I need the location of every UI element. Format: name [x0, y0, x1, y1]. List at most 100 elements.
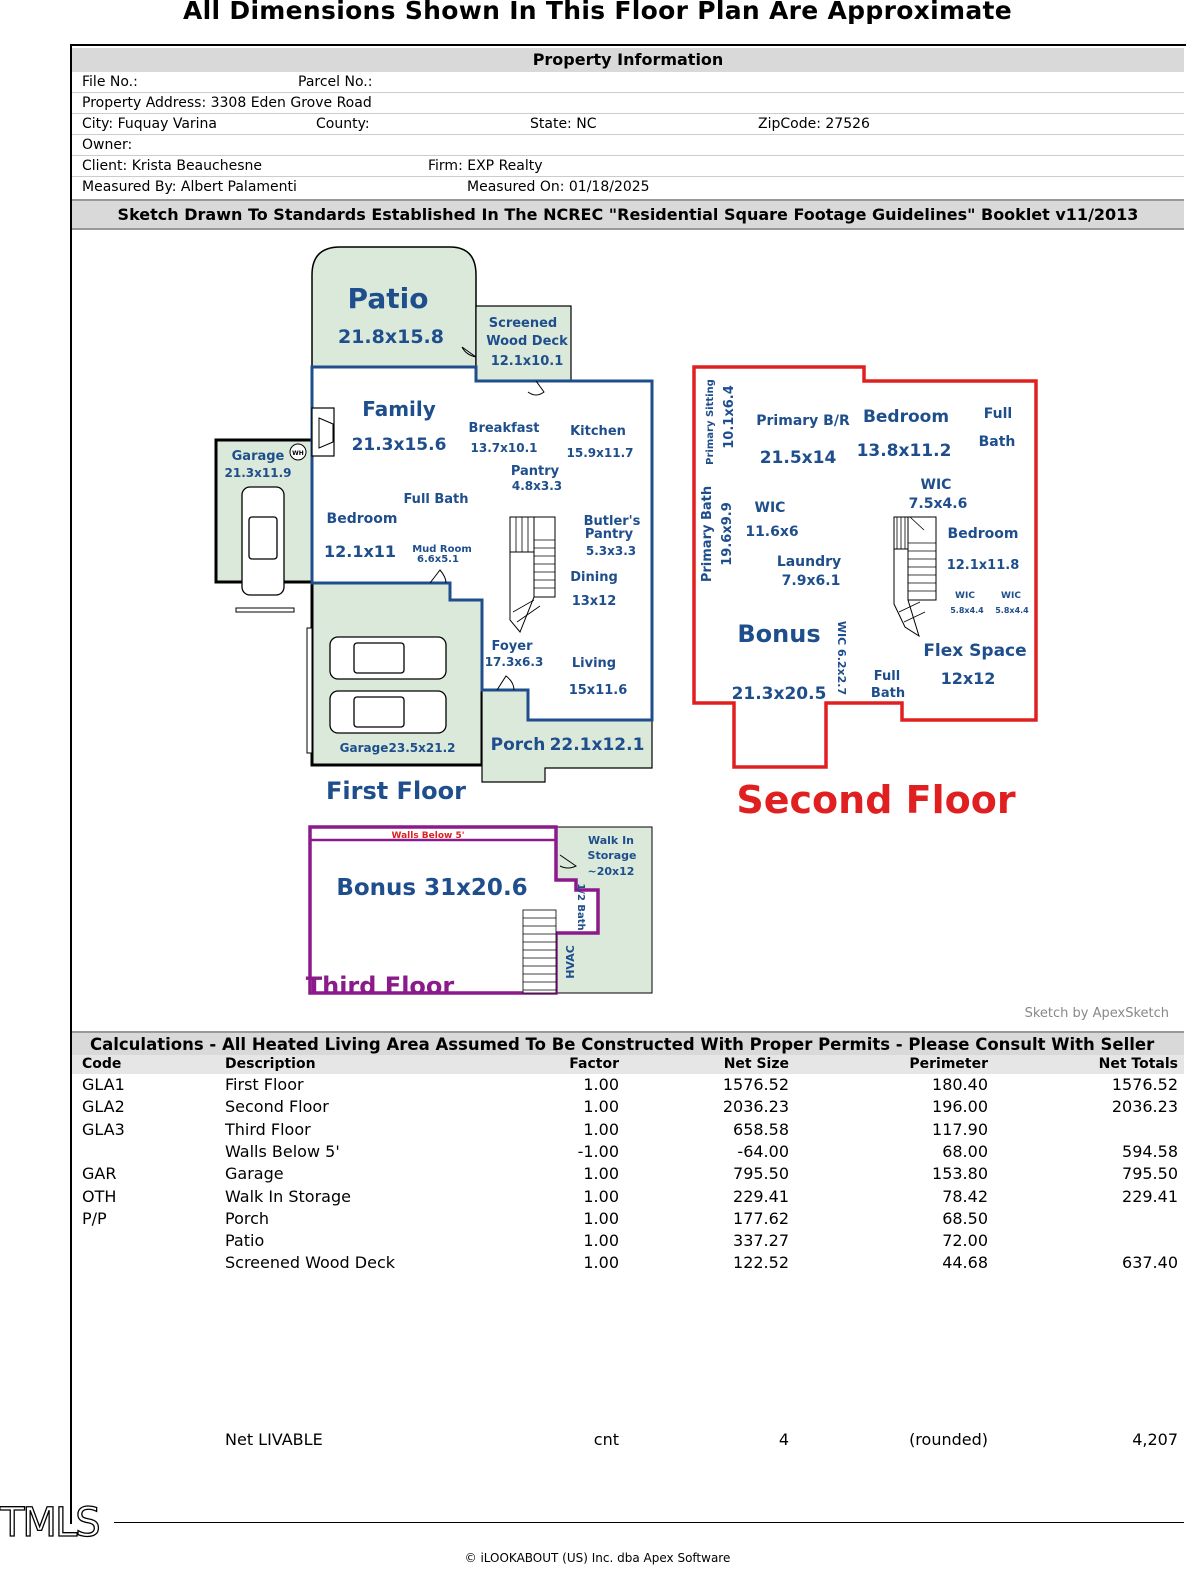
first-floor-outline — [310, 365, 654, 722]
first-floor-plan: WH — [214, 246, 654, 805]
deck-dim: 12.1x10.1 — [491, 354, 564, 369]
calc-cell: OTH — [82, 1186, 117, 1206]
living-dim: 15x11.6 — [569, 683, 628, 698]
garage-small-label: Garage — [232, 449, 285, 464]
storage-dim: ~20x12 — [588, 865, 635, 878]
property-info-section: File No.: Parcel No.: Property Address: … — [72, 72, 1184, 197]
dining-label: Dining — [570, 570, 618, 585]
mudroom-label: Mud Room — [412, 544, 472, 555]
laundry-dim: 7.9x6.1 — [782, 573, 841, 589]
calc-cell: 1.00 — [583, 1075, 619, 1094]
screened-label: Screened — [489, 316, 558, 331]
porch-dim: 22.1x12.1 — [550, 735, 645, 755]
laundry-label: Laundry — [777, 554, 841, 570]
primary-sitting-label: Primary Sitting — [705, 379, 716, 465]
wic4-label: WIC — [1001, 591, 1021, 601]
bedroom1-dim: 13.8x11.2 — [857, 441, 952, 461]
calc-cell: 594.58 — [1122, 1141, 1178, 1161]
footer-rule — [114, 1522, 1184, 1523]
page-title: All Dimensions Shown In This Floor Plan … — [183, 0, 1012, 25]
info-row-city: City: Fuquay Varina County: State: NC Zi… — [72, 114, 1184, 135]
wic2-label: WIC — [921, 477, 952, 493]
sketch-credit: Sketch by ApexSketch — [1025, 1006, 1169, 1021]
property-address: Property Address: 3308 Eden Grove Road — [82, 95, 372, 111]
primary-bath-dim: 19.6x9.9 — [720, 502, 735, 566]
calc-cell: -64.00 — [737, 1141, 789, 1161]
calc-cell: 229.41 — [1122, 1186, 1178, 1206]
calc-cell: GLA2 — [82, 1097, 125, 1117]
full-bath-b-label: Bath — [871, 686, 905, 701]
owner: Owner: — [82, 137, 133, 153]
family-dim: 21.3x15.6 — [352, 435, 447, 455]
second-floor-plan: Primary Sitting 10.1x6.4 Primary B/R 21.… — [692, 365, 1038, 822]
hvac-label: HVAC — [564, 945, 577, 979]
garage-small-dim: 21.3x11.9 — [225, 466, 292, 480]
breakfast-label: Breakfast — [469, 421, 540, 436]
full-label: Full — [984, 406, 1012, 422]
third-floor-plan: Walls Below 5' Bonus 31x20.6 Walk In Sto… — [306, 825, 653, 1000]
calc-cell: Walls Below 5' — [225, 1141, 340, 1161]
calc-cell: 795.50 — [733, 1164, 789, 1184]
third-floor-label: Third Floor — [306, 972, 455, 1000]
calc-cell: 78.42 — [942, 1186, 988, 1206]
calc-cell: 68.00 — [942, 1141, 988, 1161]
copyright-footer: © iLOOKABOUT (US) Inc. dba Apex Software — [464, 1551, 731, 1565]
calc-cell: 337.27 — [733, 1231, 789, 1251]
bonus-label: Bonus — [737, 620, 820, 648]
info-row-file: File No.: Parcel No.: — [72, 72, 1184, 93]
net-livable-cell: Net LIVABLE — [225, 1430, 323, 1449]
bedroom-label: Bedroom — [327, 511, 398, 527]
foyer-label: Foyer — [492, 639, 534, 654]
state: State: NC — [530, 116, 597, 132]
wic5-label: WIC 6.2x2.7 — [835, 621, 848, 695]
calc-cell: GAR — [82, 1164, 117, 1184]
calc-cell: Garage — [225, 1164, 284, 1184]
wh-label: WH — [292, 450, 304, 457]
dining-dim: 13x12 — [572, 594, 617, 609]
flex-dim: 12x12 — [941, 669, 996, 688]
calc-cell: 122.52 — [733, 1253, 789, 1273]
calc-cell: First Floor — [225, 1075, 304, 1094]
property-info-header: Property Information — [72, 48, 1184, 72]
walls-below-label: Walls Below 5' — [391, 831, 464, 841]
calc-cell: 1.00 — [583, 1186, 619, 1206]
calc-cell: 117.90 — [932, 1119, 988, 1139]
car-icons — [241, 486, 447, 734]
calc-cell: 637.40 — [1122, 1253, 1178, 1273]
sketch-header: Sketch Drawn To Standards Established In… — [72, 199, 1184, 230]
calc-cell: -1.00 — [577, 1141, 619, 1161]
living-label: Living — [572, 656, 616, 671]
wic1-dim: 11.6x6 — [745, 524, 798, 540]
calc-cell: 196.00 — [932, 1097, 988, 1117]
calc-column-header: Perimeter — [909, 1056, 988, 1072]
calc-cell: P/P — [82, 1208, 107, 1228]
calc-cell: 658.58 — [733, 1119, 789, 1139]
bedroom-dim: 12.1x11 — [324, 542, 396, 561]
calc-cell: Patio — [225, 1231, 265, 1251]
bedroom1-label: Bedroom — [863, 407, 949, 427]
mudroom-dim: 6.6x5.1 — [417, 554, 459, 565]
kitchen-label: Kitchen — [570, 424, 626, 439]
calc-column-header: Net Size — [723, 1056, 789, 1072]
zipcode: ZipCode: 27526 — [758, 116, 870, 132]
calculations-header: Calculations - All Heated Living Area As… — [72, 1031, 1184, 1057]
calc-cell: 180.40 — [932, 1075, 988, 1094]
full-bath-label: Full Bath — [403, 492, 468, 507]
butlers-dim: 5.3x3.3 — [586, 544, 636, 558]
calc-cell: GLA1 — [82, 1075, 125, 1094]
wic1-label: WIC — [755, 500, 786, 516]
calc-cell: 1.00 — [583, 1253, 619, 1273]
patio-area — [311, 246, 477, 368]
third-bonus-label: Bonus 31x20.6 — [336, 875, 527, 901]
calc-cell: 1.00 — [583, 1208, 619, 1228]
calc-cell: 153.80 — [932, 1164, 988, 1184]
butlers-pantry-label: Pantry — [585, 527, 634, 542]
